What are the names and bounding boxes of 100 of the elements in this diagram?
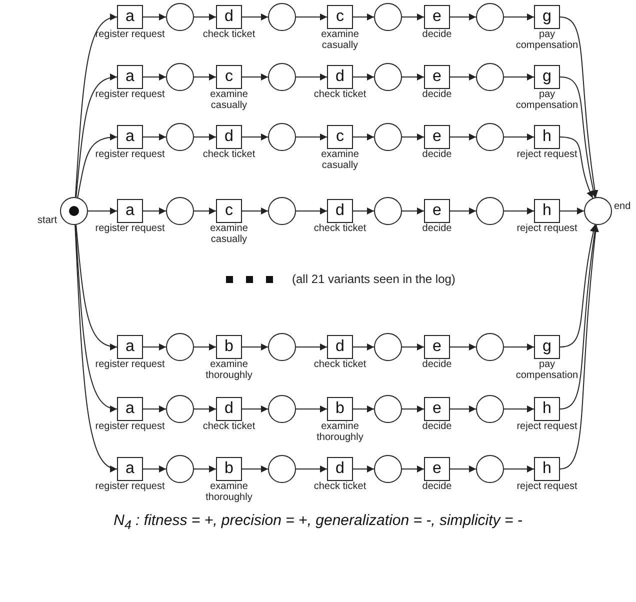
transition-box: a (117, 199, 143, 223)
transition-label: check ticket (202, 150, 256, 160)
transition-box: h (534, 199, 560, 223)
arc-arrow (560, 224, 600, 470)
transition-box: h (534, 397, 560, 421)
place-circle (268, 63, 296, 91)
place-circle (268, 3, 296, 31)
transition-label: check ticket (312, 90, 368, 100)
transition-box: e (424, 457, 450, 481)
place-circle (268, 395, 296, 423)
arc-arrow (74, 224, 118, 412)
transition-label: pay compensation (514, 30, 580, 51)
place-circle (584, 197, 612, 225)
place-circle (374, 333, 402, 361)
transition-box: c (216, 65, 242, 89)
transition-label: decide (421, 482, 453, 492)
arc-arrow (504, 74, 534, 80)
place-circle (374, 123, 402, 151)
transition-box: d (327, 335, 353, 359)
transition-box: a (117, 65, 143, 89)
transition-box: a (117, 397, 143, 421)
arc-arrow (242, 208, 268, 214)
transition-label: decide (421, 150, 453, 160)
arc-arrow (242, 74, 268, 80)
place-circle (166, 123, 194, 151)
place-circle (268, 455, 296, 483)
arc-arrow (450, 406, 476, 412)
transition-box: e (424, 65, 450, 89)
arc-arrow (450, 14, 476, 20)
arc-arrow (296, 406, 328, 412)
transition-box: d (327, 199, 353, 223)
arc-arrow (560, 76, 597, 198)
transition-box: d (327, 457, 353, 481)
arc-arrow (352, 466, 374, 472)
transition-label: decide (421, 422, 453, 432)
transition-label: examine casually (320, 150, 360, 171)
arc-arrow (450, 466, 476, 472)
place-circle (268, 197, 296, 225)
transition-box: c (327, 125, 353, 149)
transition-label: register request (94, 360, 166, 370)
transition-label: decide (421, 30, 453, 40)
place-circle (166, 395, 194, 423)
place-circle (374, 3, 402, 31)
place-circle (476, 455, 504, 483)
arc-arrow (296, 208, 328, 214)
transition-label: check ticket (312, 482, 368, 492)
arc-arrow (352, 344, 374, 350)
transition-box: d (327, 65, 353, 89)
arc-arrow (450, 134, 476, 140)
arc-arrow (450, 344, 476, 350)
transition-label: check ticket (202, 30, 256, 40)
transition-box: b (216, 335, 242, 359)
arc-arrow (504, 406, 534, 412)
transition-label: decide (421, 224, 453, 234)
arc-arrow (142, 134, 166, 140)
arc-arrow (352, 406, 374, 412)
place-circle (166, 63, 194, 91)
arc-arrow (194, 74, 216, 80)
transition-label: pay compensation (514, 90, 580, 111)
arc-arrow (194, 14, 216, 20)
arc-arrow (296, 134, 328, 140)
arc-arrow (74, 224, 118, 471)
arc-arrow (504, 134, 534, 140)
transition-box: e (424, 199, 450, 223)
transition-label: register request (94, 150, 166, 160)
transition-label: register request (94, 482, 166, 492)
arc-arrow (504, 14, 534, 20)
transition-label: examine thoroughly (204, 360, 254, 381)
arc-arrow (76, 74, 118, 198)
transition-label: examine casually (209, 90, 249, 111)
arc-arrow (296, 74, 328, 80)
place-circle (374, 63, 402, 91)
place-circle (374, 395, 402, 423)
arc-arrow (504, 344, 534, 350)
arc-arrow (296, 14, 328, 20)
arc-arrow (88, 208, 118, 214)
arc-arrow (402, 134, 424, 140)
transition-label: decide (421, 90, 453, 100)
transition-label: examine thoroughly (204, 482, 254, 503)
arc-arrow (194, 406, 216, 412)
transition-box: d (216, 397, 242, 421)
transition-label: reject request (516, 224, 578, 234)
arc-arrow (560, 224, 598, 410)
caption: N$_{4}$ : fitness = +, precision = +, generalization = -, simplicity = - (112, 512, 524, 532)
place-label: start (38, 215, 57, 226)
arc-arrow (450, 74, 476, 80)
transition-label: reject request (516, 422, 578, 432)
transition-label: examine casually (209, 224, 249, 245)
transition-box: e (424, 397, 450, 421)
place-circle (374, 455, 402, 483)
place-label: end (614, 201, 631, 212)
note-text: (all 21 variants seen in the log) (292, 272, 456, 286)
place-circle (166, 333, 194, 361)
transition-box: g (534, 5, 560, 29)
arc-arrow (402, 466, 424, 472)
arc-arrow (352, 74, 374, 80)
arc-arrow (504, 208, 534, 214)
transition-label: register request (94, 224, 166, 234)
arc-arrow (402, 344, 424, 350)
transition-label: check ticket (202, 422, 256, 432)
